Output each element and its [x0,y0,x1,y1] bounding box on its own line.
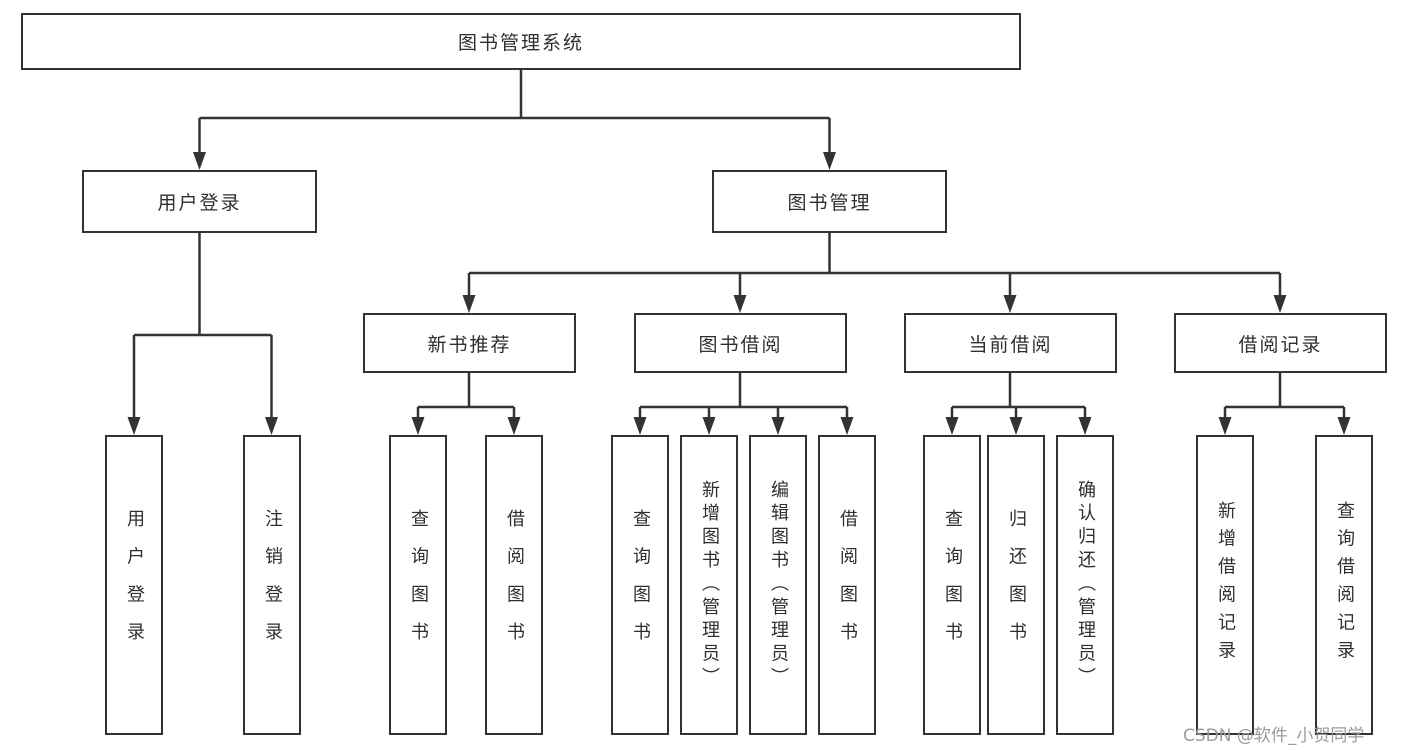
node-book-borrow: 图书借阅 [634,313,847,373]
leaf-query-borrow-record: 查询借阅记录 [1315,435,1373,735]
leaf-label: 查询图书 [942,509,963,661]
node-new-book-recommend: 新书推荐 [363,313,576,373]
leaf-label: 查询图书 [630,509,651,661]
leaf-query-books: 查询图书 [923,435,981,735]
leaf-label: 确认归还（管理员） [1075,479,1096,691]
leaf-label: 查询借阅记录 [1334,501,1355,669]
leaf-add-books-admin: 新增图书（管理员） [680,435,738,735]
leaf-return-books: 归还图书 [987,435,1045,735]
arrowheads [127,152,1351,435]
leaf-label: 借阅图书 [837,509,858,661]
node-label: 图书借阅 [698,333,783,356]
leaf-label: 借阅图书 [504,509,525,661]
leaf-query-books: 查询图书 [611,435,669,735]
leaf-label: 新增借阅记录 [1215,501,1236,669]
leaf-label: 新增图书（管理员） [699,479,720,691]
leaf-label: 编辑图书（管理员） [768,479,789,691]
csdn-watermark: CSDN @软件_小贺同学 [1183,726,1365,746]
node-library-management-system: 图书管理系统 [21,13,1021,70]
node-label: 当前借阅 [968,333,1053,356]
leaf-label: 注销登录 [262,509,283,661]
node-user-login: 用户登录 [82,170,317,233]
leaf-edit-books-admin: 编辑图书（管理员） [749,435,807,735]
leaf-confirm-return-admin: 确认归还（管理员） [1056,435,1114,735]
node-book-management: 图书管理 [712,170,947,233]
leaf-label: 用户登录 [124,509,145,661]
node-label: 借阅记录 [1238,333,1323,356]
leaf-borrow-books: 借阅图书 [818,435,876,735]
leaf-label: 查询图书 [408,509,429,661]
leaf-logout: 注销登录 [243,435,301,735]
leaf-query-books: 查询图书 [389,435,447,735]
node-borrow-record: 借阅记录 [1174,313,1387,373]
leaf-borrow-books: 借阅图书 [485,435,543,735]
node-label: 用户登录 [157,192,242,214]
node-label: 图书管理 [787,192,872,214]
node-label: 图书管理系统 [457,32,584,54]
leaf-label: 归还图书 [1006,509,1027,661]
node-label: 新书推荐 [427,333,512,356]
leaf-user-login: 用户登录 [105,435,163,735]
node-current-borrow: 当前借阅 [904,313,1117,373]
leaf-add-borrow-record: 新增借阅记录 [1196,435,1254,735]
